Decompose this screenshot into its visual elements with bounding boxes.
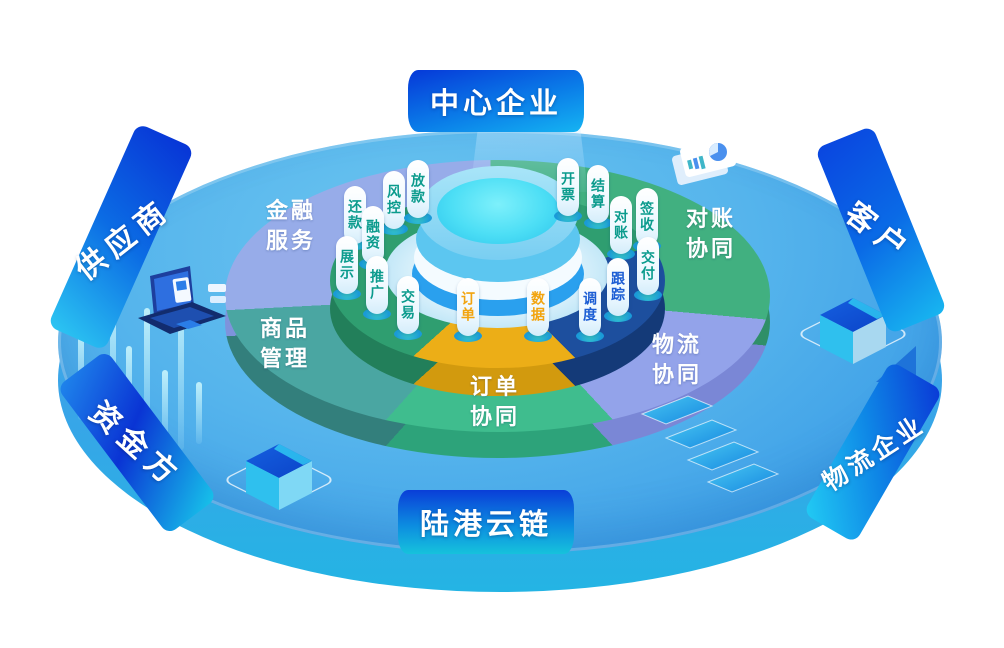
banner-center-enterprise: 中心企业 — [408, 70, 584, 132]
light-bar — [178, 298, 184, 450]
banner-lugang-cloud-chain: 陆港云链 — [398, 490, 574, 554]
cylinder-pool — [437, 178, 559, 244]
segment-label-order-collab: 订单 协同 — [470, 374, 521, 429]
pillar-data: 数据 — [524, 278, 552, 342]
pillar-loan: 放款 — [404, 160, 432, 224]
light-bar — [196, 382, 202, 444]
pillar-reconciliation: 对账 — [607, 196, 635, 260]
pillar-delivery: 交付 — [634, 237, 662, 301]
pillar-risk-control: 风控 — [380, 171, 408, 235]
segment-label-financial-services: 金融 服务 — [266, 198, 317, 253]
cube-icon — [800, 298, 906, 364]
segment-label-reconciliation-collab: 对账 协同 — [686, 206, 737, 261]
pillar-display: 展示 — [333, 236, 361, 300]
pillar-settlement: 结算 — [584, 165, 612, 229]
segment-label-goods-management: 商品 管理 — [260, 316, 311, 371]
pillar-promotion: 推广 — [363, 256, 391, 320]
report-document-icon — [671, 137, 737, 185]
cube-icon — [226, 444, 332, 510]
pillar-dispatch: 调度 — [576, 278, 604, 342]
segment-label-logistics-collab: 物流 协同 — [652, 332, 703, 387]
light-bar — [162, 370, 168, 450]
pillar-order: 订单 — [454, 278, 482, 342]
pillar-trade: 交易 — [394, 276, 422, 340]
laptop-icon — [138, 266, 226, 334]
pillar-invoicing: 开票 — [554, 158, 582, 222]
pillar-tracking: 跟踪 — [604, 258, 632, 322]
light-bar — [144, 308, 150, 444]
steps-icon — [640, 395, 780, 493]
pillar-financing: 融资 — [359, 206, 387, 270]
